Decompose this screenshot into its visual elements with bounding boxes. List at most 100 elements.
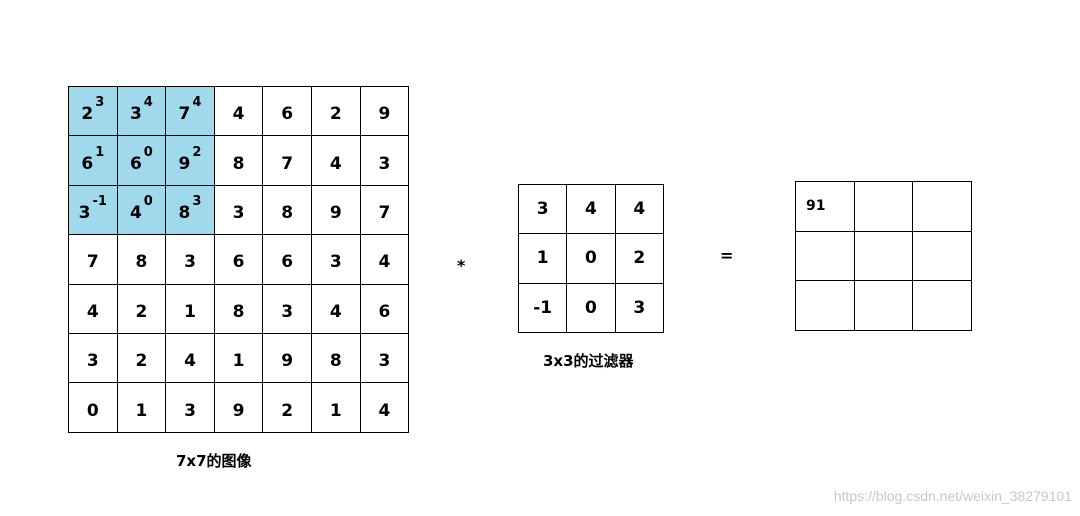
- pixel-value: 9: [281, 351, 294, 372]
- image-cell: 7: [359, 184, 410, 236]
- result-row: 91: [795, 181, 972, 232]
- image-cell: 2: [116, 283, 167, 334]
- pixel-value: 2: [135, 301, 148, 322]
- pixel-value: 3: [232, 202, 245, 223]
- result-row: [795, 230, 972, 282]
- image-cell: 60: [116, 135, 167, 186]
- filter-cell: 3: [614, 282, 664, 333]
- image-cell: 4: [310, 283, 361, 334]
- filter-cell: 2: [614, 233, 664, 284]
- pixel-value: 4: [184, 351, 196, 372]
- result-cell: [853, 230, 914, 282]
- image-cell: 1: [165, 283, 215, 334]
- pixel-value: 8: [281, 202, 294, 223]
- image-cell: 6: [359, 283, 410, 334]
- pixel-value: 3: [86, 351, 99, 372]
- pixel-value: 2: [329, 104, 342, 125]
- pixel-value: 6: [81, 153, 94, 174]
- result-cell: [853, 280, 914, 331]
- image-cell: 4: [310, 135, 361, 186]
- filter-weight-superscript: 4: [192, 95, 202, 111]
- pixel-value: 9: [178, 153, 191, 174]
- pixel-value: 6: [281, 104, 294, 125]
- image-cell: 3: [310, 234, 361, 285]
- pixel-value: 3: [129, 104, 142, 125]
- image-cell: 8: [262, 184, 312, 236]
- result-cell: [912, 280, 972, 331]
- pixel-value: 2: [135, 351, 148, 372]
- image-cell: 6: [262, 85, 312, 137]
- image-cell: 9: [262, 332, 312, 384]
- filter-cell: 0: [566, 233, 616, 284]
- filter-weight-superscript: 0: [143, 193, 153, 209]
- pixel-value: 1: [135, 400, 148, 421]
- pixel-value: 9: [232, 400, 245, 421]
- image-cell: 0: [68, 382, 118, 433]
- image-cell: 3: [359, 135, 410, 186]
- image-cell: 6: [262, 234, 312, 285]
- pixel-value: 8: [178, 202, 191, 223]
- image-cell: 9: [310, 184, 361, 236]
- filter-weight-superscript: 0: [143, 144, 153, 160]
- image-cell: 92: [165, 135, 215, 186]
- result-cell: [795, 280, 855, 331]
- result-cell: 91: [795, 181, 855, 232]
- filter-cell: 3: [517, 183, 568, 235]
- pixel-value: 4: [378, 400, 391, 421]
- image-cell: 8: [213, 283, 264, 334]
- pixel-value: 9: [329, 202, 342, 223]
- filter-weight-superscript: 2: [192, 144, 202, 160]
- pixel-value: 1: [232, 351, 245, 372]
- pixel-value: 6: [129, 153, 142, 174]
- pixel-value: 3: [378, 153, 391, 174]
- pixel-value: 7: [178, 104, 191, 125]
- image-cell: 2: [262, 382, 312, 433]
- pixel-value: 4: [329, 301, 342, 322]
- pixel-value: 3: [78, 202, 91, 223]
- image-cell: 4: [213, 85, 264, 137]
- pixel-value: 4: [329, 153, 342, 174]
- pixel-value: 3: [378, 351, 391, 372]
- pixel-value: 0: [86, 400, 99, 421]
- image-cell: 7: [262, 135, 312, 186]
- watermark: https://blog.csdn.net/weixin_38279101: [833, 488, 1072, 504]
- image-caption: 7x7的图像: [176, 452, 252, 470]
- pixel-value: 2: [281, 400, 294, 421]
- filter-weight-superscript: 3: [192, 193, 202, 209]
- result-cell: [912, 230, 972, 282]
- result-cell: [795, 230, 855, 282]
- image-cell: 3: [165, 234, 215, 285]
- pixel-value: 7: [86, 252, 99, 273]
- image-cell: 3: [68, 332, 118, 384]
- image-cell: 3: [165, 382, 215, 433]
- image-cell: 83: [165, 184, 215, 236]
- image-cell: 2: [310, 85, 361, 137]
- filter-cell: 0: [566, 282, 616, 333]
- pixel-value: 7: [378, 202, 391, 223]
- pixel-value: 4: [129, 202, 142, 223]
- pixel-value: 8: [232, 153, 245, 174]
- pixel-value: 3: [329, 252, 342, 273]
- pixel-value: 8: [232, 301, 245, 322]
- image-cell: 4: [359, 234, 410, 285]
- image-cell: 61: [68, 135, 118, 186]
- image-cell: 40: [116, 184, 167, 236]
- pixel-value: 6: [281, 252, 294, 273]
- pixel-value: 7: [281, 153, 294, 174]
- image-cell: 4: [165, 332, 215, 384]
- pixel-value: 6: [378, 301, 391, 322]
- image-cell: 1: [310, 382, 361, 433]
- filter-cell: 4: [566, 183, 616, 235]
- image-cell: 34: [116, 85, 167, 137]
- pixel-value: 3: [281, 301, 294, 322]
- pixel-value: 1: [184, 301, 196, 322]
